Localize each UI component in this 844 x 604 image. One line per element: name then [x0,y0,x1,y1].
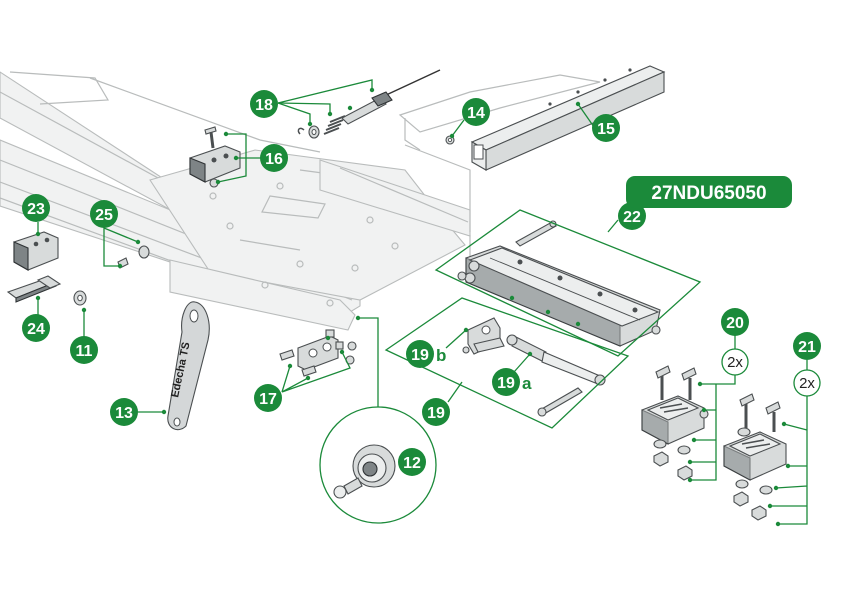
callout-number: 15 [597,121,615,138]
callout-badge-15[interactable]: 15 [592,114,620,142]
callout-badge-24[interactable]: 24 [22,314,50,342]
gas-spring-19-part [462,317,606,417]
callout-number: 25 [95,207,113,224]
product-code-label[interactable]: 27NDU65050 [626,176,792,208]
callout-number: 19 [427,405,445,422]
strap-part: Edecha TS [167,301,210,431]
washer-11-part [73,290,87,306]
bracket-16-part [189,126,241,188]
callout-badge-17[interactable]: 17 [254,384,282,412]
quantity-badge-20: 2x [721,348,749,376]
callout-badge-20[interactable]: 20 [721,308,749,336]
callout-badge-23[interactable]: 23 [22,194,50,222]
callout-badge-21[interactable]: 21 [793,332,821,360]
quantity-text: 2x [727,354,743,371]
callout-number: 18 [255,97,273,114]
callout-badge-19b[interactable]: 19 b [406,340,446,368]
callout-suffix: b [436,346,446,365]
callout-badge-11[interactable]: 11 [70,336,98,364]
callout-number: 24 [27,321,45,338]
callout-badge-25[interactable]: 25 [90,200,118,228]
callout-number: 20 [726,315,744,332]
carriage-22-part [457,220,661,347]
callout-badge-13[interactable]: 13 [110,398,138,426]
roller-bracket-17-part [279,329,357,377]
callout-badge-19[interactable]: 19 [422,398,450,426]
callout-number: 13 [115,405,133,422]
callout-number: 11 [76,343,93,360]
cable-assembly-part [297,69,441,139]
callout-badge-12[interactable]: 12 [398,448,426,476]
product-code-text: 27NDU65050 [651,183,766,204]
leader-lines [35,79,808,527]
clamp-20-part [641,365,709,481]
callout-badge-22[interactable]: 22 [618,202,646,230]
clamp-21-part [723,393,787,521]
quantity-text: 2x [799,375,815,392]
callout-badge-14[interactable]: 14 [462,98,490,126]
callout-number: 14 [467,105,485,122]
quantity-badge-21: 2x [793,369,821,397]
callout-badge-18[interactable]: 18 [250,90,278,118]
callout-number: 23 [27,201,45,218]
roller-detail-part [319,406,437,524]
square-tube-part [470,65,666,171]
callout-badge-16[interactable]: 16 [260,144,288,172]
guide-plate-24-part [6,275,62,303]
callout-number: 22 [623,209,641,226]
callout-number: 16 [265,151,283,168]
callout-number: 19 [411,347,429,364]
bracket-23-part [13,231,59,271]
callout-badge-19a[interactable]: 19 a [492,368,532,396]
callout-number: 17 [259,391,277,408]
callout-suffix: a [522,374,532,393]
callout-number: 21 [798,339,816,356]
callout-number: 12 [403,455,421,472]
callout-number: 19 [497,375,515,392]
